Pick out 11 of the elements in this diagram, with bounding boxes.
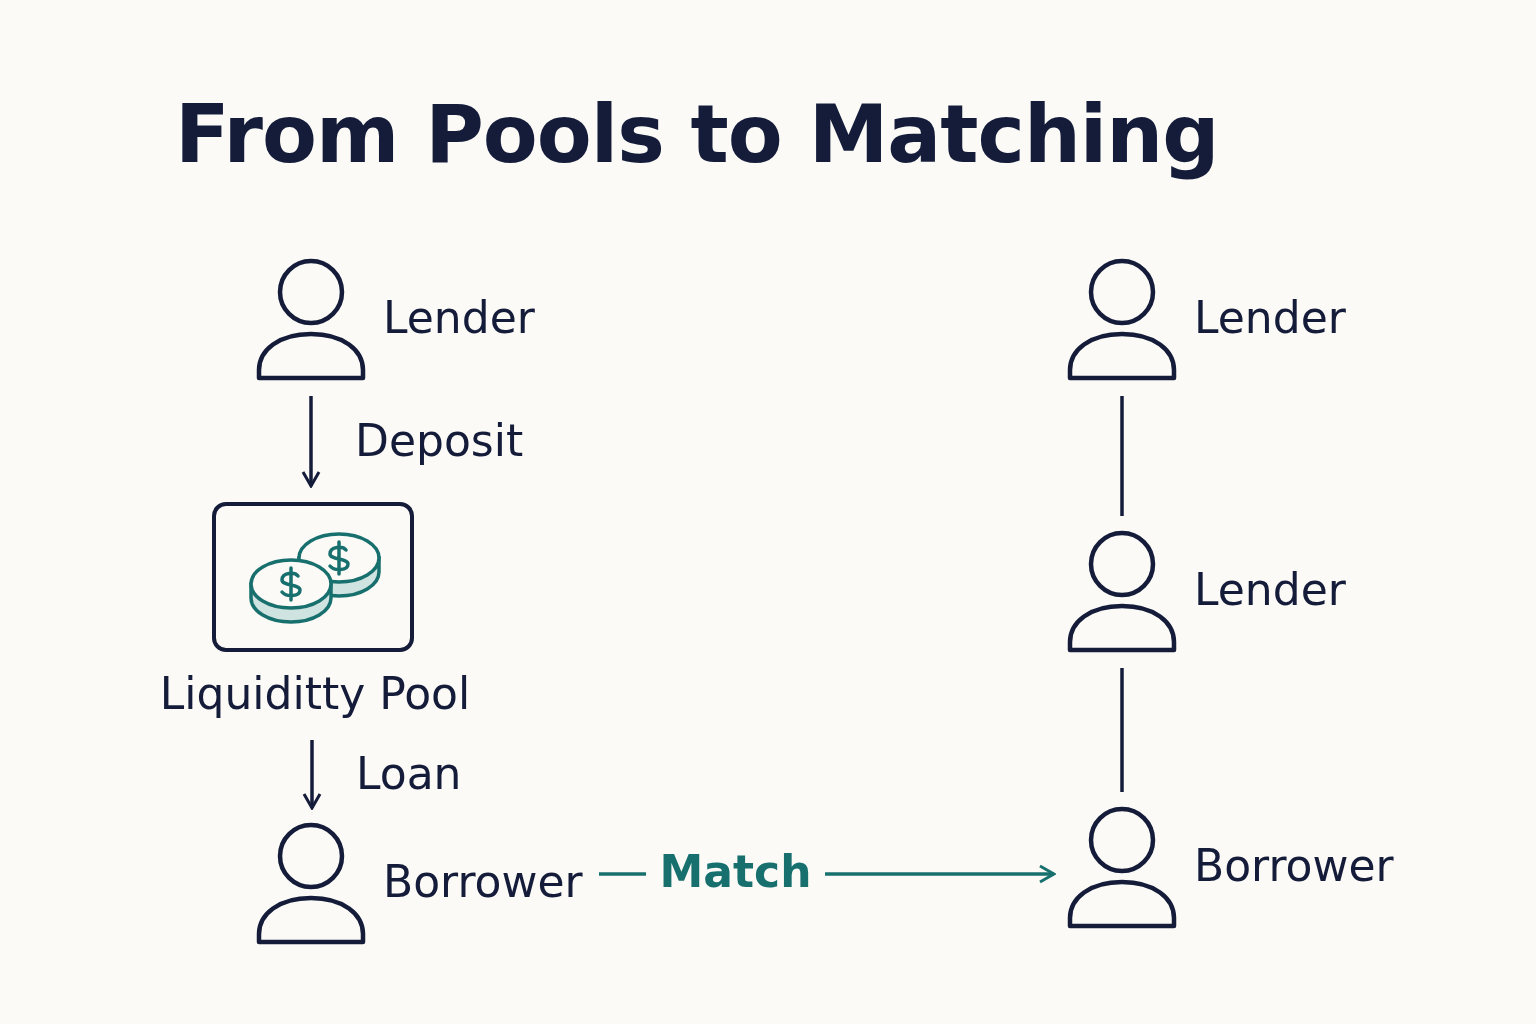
person-label: Lender [1194, 296, 1346, 340]
person-label: Lender [1194, 568, 1346, 612]
title: From Pools to Matching [175, 88, 1219, 181]
pool-label: Liquiditty Pool [158, 672, 472, 716]
connector-line [1120, 668, 1124, 792]
arrow [301, 396, 321, 488]
person-label: Borrower [383, 860, 583, 904]
arrow [302, 740, 322, 810]
person-label: Lender [383, 296, 535, 340]
connector-line [1120, 396, 1124, 516]
person-label: Borrower [1194, 844, 1394, 888]
